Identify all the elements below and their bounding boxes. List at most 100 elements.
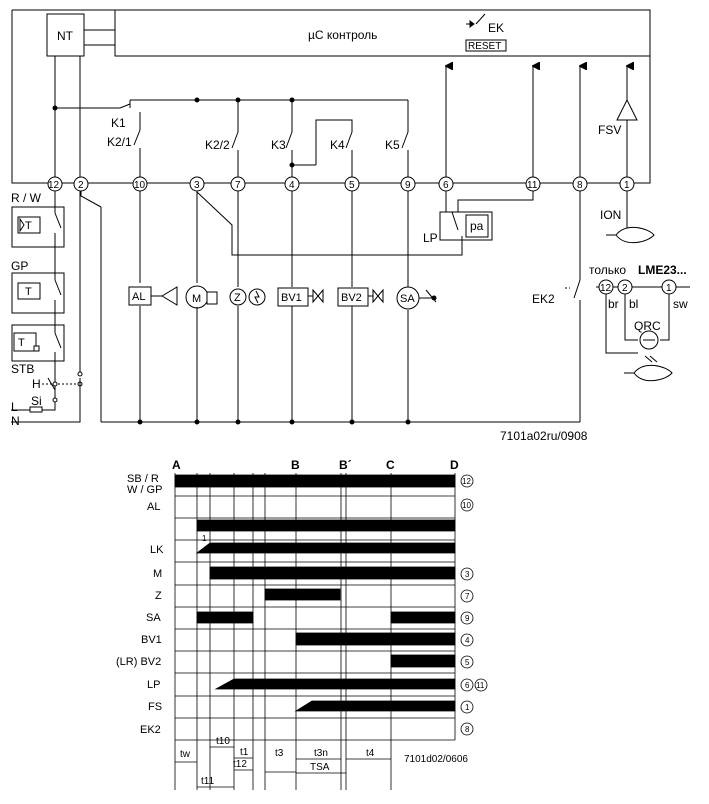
timing-terminal-4	[460, 633, 474, 647]
timing-doc-code: 7101d02/0606	[404, 754, 468, 765]
terminal-label: 6	[443, 180, 449, 191]
row-label-fs: FS	[148, 701, 162, 713]
timing-terminal-3	[460, 567, 474, 581]
left-gp-label: GP	[11, 259, 28, 273]
timing-terminal-12	[460, 474, 474, 488]
fuse-icon	[29, 406, 43, 413]
timing-terminal-10	[460, 498, 474, 512]
terminal-label: 5	[349, 180, 355, 191]
timing-terminal-6	[460, 678, 474, 692]
load-bv1-label: BV1	[281, 292, 302, 304]
pa-box	[465, 214, 489, 238]
row-label-m: M	[153, 568, 162, 580]
terminal-label: 2	[78, 180, 84, 191]
timing-term: 8	[465, 725, 470, 734]
rw-t-label: T	[25, 220, 32, 232]
relay-k5-label: K5	[385, 138, 400, 152]
t-label-t10: t10	[216, 736, 230, 747]
lp-switch	[451, 211, 459, 231]
bar-sb-rw-gp	[174, 474, 456, 488]
t-label-tsa: TSA	[310, 762, 330, 773]
t-label-t3n: t3n	[314, 748, 328, 759]
timing-term: 1	[465, 703, 470, 712]
reset-button[interactable]	[465, 39, 507, 52]
load-sa-label: SA	[400, 293, 415, 305]
controller-box	[114, 9, 651, 57]
t-label-t11: t11	[201, 776, 215, 787]
timing-term: 3	[465, 570, 470, 579]
phase-b-prime-label: B´	[339, 458, 352, 472]
phase-d-label: D	[450, 458, 459, 472]
load-m-label: M	[192, 293, 201, 305]
row-label-lp: LP	[147, 679, 160, 691]
valve-bv2-icon	[372, 288, 384, 304]
circuit-doc-code: 7101a02ru/0908	[500, 429, 588, 443]
qrc-flame-icon	[624, 364, 673, 382]
bar-lk	[195, 542, 456, 554]
terminal-label: 4	[289, 180, 295, 191]
only-label: только	[589, 263, 626, 277]
row-label-ek2: EK2	[140, 724, 161, 736]
ignition-icon	[229, 288, 247, 306]
left-h-label: H	[32, 377, 41, 391]
timing-terminal-7	[460, 589, 474, 603]
terminal-row: 12 2 10 3 7 4 5 9 6 11 8 1	[47, 176, 635, 192]
fsv-label: FSV	[598, 123, 621, 137]
timing-term: 7	[465, 592, 470, 601]
lp-label: LP	[423, 231, 438, 245]
bar-bv1	[295, 632, 456, 646]
valve-bv1-icon	[312, 288, 324, 304]
row-label-w-gp: W / GP	[127, 484, 162, 496]
wire-br-label: br	[608, 297, 619, 311]
timing-term: 11	[476, 681, 485, 690]
timing-terminal-9	[460, 611, 474, 625]
left-n-label: N	[11, 414, 20, 428]
ion-flame-icon	[606, 226, 655, 244]
bar-m	[209, 566, 456, 580]
load-bv1-box	[277, 287, 309, 307]
terminal-label: 10	[134, 180, 146, 191]
local-terminal-label: 1	[666, 283, 672, 294]
relay-k5-switch	[401, 131, 409, 149]
bar-row3	[196, 519, 456, 532]
timing-term: 10	[462, 501, 471, 510]
terminal-label: 3	[194, 180, 200, 191]
timing-term: 9	[465, 614, 470, 623]
load-al-label: AL	[132, 291, 145, 303]
timing-terminal-1	[460, 700, 474, 714]
timing-terminal-8	[460, 722, 474, 736]
fsv-amplifier-icon	[616, 98, 638, 121]
ek2-switch	[573, 279, 581, 299]
timing-terminal-11	[474, 678, 488, 692]
left-l-label: L	[11, 400, 18, 414]
qrc-label: QRC	[634, 319, 661, 333]
ek-label: EK	[488, 21, 504, 35]
relay-k21-switch	[133, 129, 141, 146]
relay-k21-label: K2/1	[107, 135, 132, 149]
phase-b-label: B	[291, 458, 300, 472]
controller-label: µC контроль	[308, 28, 377, 42]
row-label-bv1: BV1	[141, 634, 162, 646]
t-label-tw: tw	[180, 749, 191, 760]
bar-z	[264, 588, 341, 601]
row-label-al: AL	[147, 501, 160, 513]
terminal-label: 9	[405, 180, 411, 191]
gp-t-label: T	[25, 286, 32, 298]
timing-terminal-5	[460, 655, 474, 669]
alarm-horn-icon	[151, 286, 178, 306]
nt-box	[46, 13, 85, 57]
stb-t-label: T	[18, 337, 25, 349]
terminal-label: 1	[624, 180, 630, 191]
load-z-label: Z	[234, 292, 241, 304]
bar-lp	[214, 678, 456, 690]
timing-term: 6	[465, 681, 470, 690]
t-label-t4: t4	[366, 748, 375, 759]
load-bv2-label: BV2	[341, 292, 362, 304]
reset-label: RESET	[468, 41, 501, 52]
relay-k1-label: K1	[111, 116, 126, 130]
timing-term: 4	[465, 636, 470, 645]
model-label: LME23...	[638, 263, 687, 277]
bar-sa-2	[390, 611, 456, 624]
bar-fs	[294, 700, 456, 712]
row-label-lk: LK	[150, 544, 164, 556]
